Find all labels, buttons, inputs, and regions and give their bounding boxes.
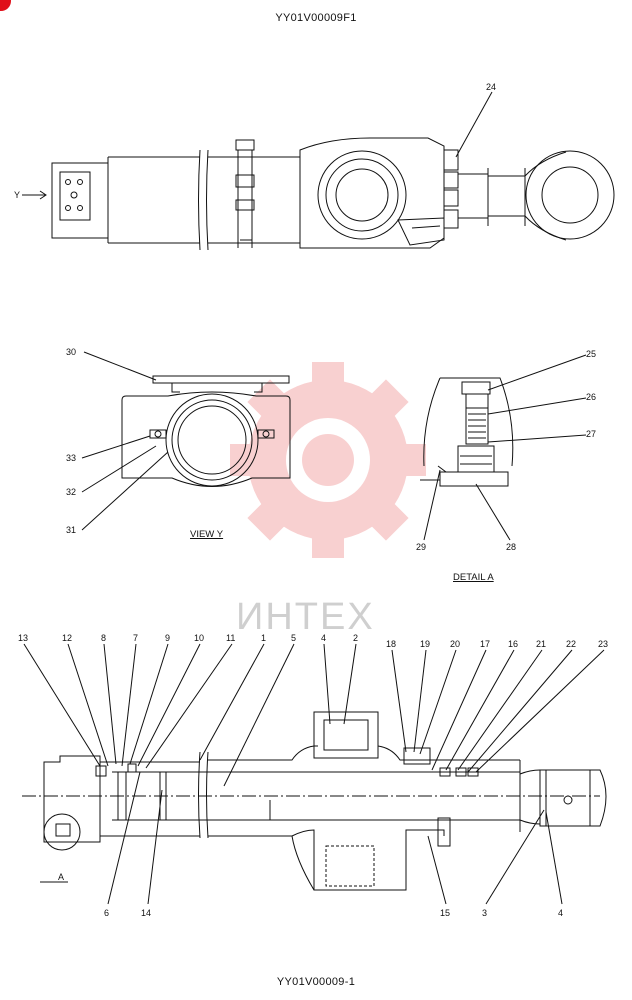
corner-mark	[0, 0, 11, 11]
callout-22: 22	[566, 639, 576, 649]
callout-14: 14	[141, 908, 151, 918]
section-marker-a: A	[58, 872, 64, 882]
callout-16: 16	[508, 639, 518, 649]
section-leaders-bottom	[107, 771, 563, 905]
callout-4-top: 4	[321, 633, 326, 643]
callout-29: 29	[416, 542, 426, 552]
cylinder-section-view	[22, 711, 607, 891]
callout-leader-24	[455, 91, 493, 158]
callout-18: 18	[386, 639, 396, 649]
drawing-code: YY01V00009F1	[275, 12, 357, 24]
callout-10: 10	[194, 633, 204, 643]
watermark-text: ИНТЕХ	[236, 596, 375, 638]
callout-3: 3	[482, 908, 487, 918]
view-y-title: VIEW Y	[190, 529, 224, 540]
callout-24: 24	[486, 82, 496, 92]
callout-11: 11	[226, 633, 235, 643]
callout-31: 31	[66, 525, 76, 535]
cylinder-top-view	[22, 137, 615, 251]
callout-33: 33	[66, 453, 76, 463]
view-y-arrow-label: Y	[14, 190, 20, 200]
callout-8: 8	[101, 633, 106, 643]
detail-a-title: DETAIL A	[453, 572, 494, 583]
callout-23: 23	[598, 639, 608, 649]
view-y-leaders	[81, 351, 169, 531]
callout-20: 20	[450, 639, 460, 649]
callout-1: 1	[261, 633, 266, 643]
watermark-gear	[230, 362, 426, 558]
callout-4-bottom: 4	[558, 908, 563, 918]
callout-15: 15	[440, 908, 450, 918]
callout-26: 26	[586, 392, 596, 402]
detail-a-drawing	[420, 377, 514, 487]
callout-7: 7	[133, 633, 138, 643]
view-y-drawing	[121, 375, 291, 487]
callout-6: 6	[104, 908, 109, 918]
callout-12: 12	[62, 633, 72, 643]
footer-code: YY01V00009-1	[276, 976, 356, 988]
callout-21: 21	[536, 639, 546, 649]
callout-17: 17	[480, 639, 490, 649]
callout-32: 32	[66, 487, 76, 497]
callout-30: 30	[66, 347, 76, 357]
callout-19: 19	[420, 639, 430, 649]
callout-25: 25	[586, 349, 596, 359]
callout-9: 9	[165, 633, 170, 643]
callout-13: 13	[18, 633, 28, 643]
detail-a-leaders	[423, 354, 587, 541]
callout-2: 2	[353, 633, 358, 643]
callout-28: 28	[506, 542, 516, 552]
callout-27: 27	[586, 429, 596, 439]
callout-5: 5	[291, 633, 296, 643]
section-leaders-top	[23, 643, 605, 787]
